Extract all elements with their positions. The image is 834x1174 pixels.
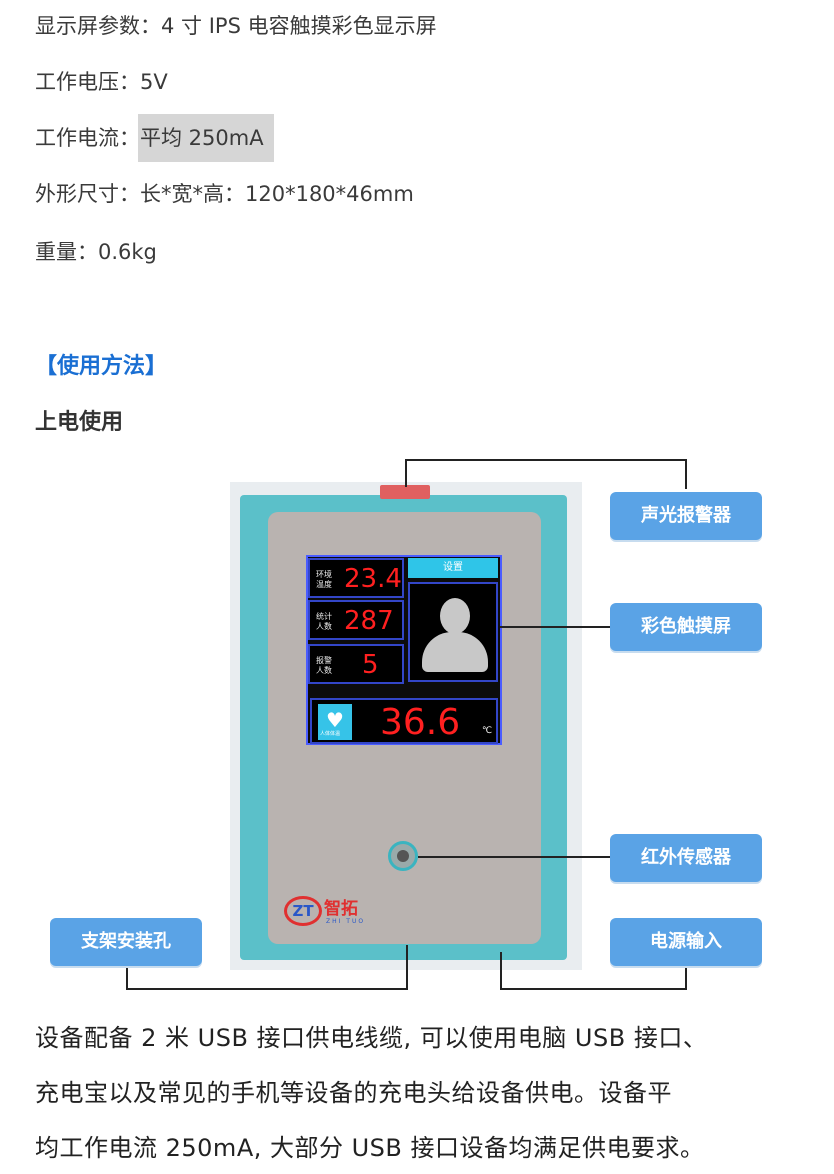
spec-weight-label: 重量：	[35, 240, 98, 264]
body-temp-row: ♥ 人体体温 36.6 ℃	[310, 698, 498, 744]
alarm-count-value: 5	[362, 650, 379, 680]
avatar	[408, 582, 498, 682]
spec-voltage-value: 5V	[140, 70, 168, 94]
brand-logo: ZT 智拓 ZHI TUO	[284, 892, 374, 932]
section-title: 【使用方法】	[35, 354, 168, 379]
spec-size-value: 长*宽*高：120*180*46mm	[140, 182, 414, 206]
mount-line-left	[126, 964, 128, 990]
sub-title: 上电使用	[35, 410, 124, 435]
heart-badge: ♥ 人体体温	[318, 704, 352, 740]
env-temp-value: 23.4	[344, 564, 402, 594]
alarm-count-cell: 报警人数 5	[308, 644, 404, 684]
spec-size-label: 外形尺寸：	[35, 182, 140, 206]
description-line-1: 设备配备 2 米 USB 接口供电线缆, 可以使用电脑 USB 接口、	[35, 1024, 708, 1052]
alarm-line-left	[405, 459, 407, 487]
sensor-line	[418, 856, 610, 858]
tag-alarm: 声光报警器	[610, 492, 762, 540]
avatar-body-icon	[422, 632, 488, 672]
logo-en: ZHI TUO	[326, 918, 366, 925]
spec-display: 显示屏参数：4 寸 IPS 电容触摸彩色显示屏	[35, 10, 437, 40]
touchscreen-line	[500, 626, 610, 628]
spec-current: 工作电流：平均 250mA	[35, 114, 274, 162]
spec-display-label: 显示屏参数：	[35, 14, 161, 38]
alarm-light	[380, 485, 430, 499]
alarm-count-label: 报警人数	[316, 656, 332, 675]
avatar-head-icon	[440, 598, 470, 634]
spec-weight: 重量：0.6kg	[35, 236, 157, 266]
spec-voltage: 工作电压：5V	[35, 66, 168, 96]
alarm-line-top	[405, 459, 687, 461]
spec-display-value: 4 寸 IPS 电容触摸彩色显示屏	[161, 14, 437, 38]
logo-mark: ZT	[284, 896, 322, 926]
power-line-bottom	[500, 988, 687, 990]
heart-icon: ♥	[326, 708, 344, 732]
tag-power-input: 电源输入	[610, 918, 762, 966]
device-diagram: 环境温度 23.4 统计人数 287 报警人数 5 设置 ♥ 人体体温 36.6…	[0, 440, 834, 1000]
power-line-right	[685, 966, 687, 990]
tag-touchscreen: 彩色触摸屏	[610, 603, 762, 651]
env-temp-label: 环境温度	[316, 570, 332, 589]
spec-size: 外形尺寸：长*宽*高：120*180*46mm	[35, 178, 414, 208]
body-temp-value: 36.6	[380, 702, 461, 743]
power-line-left	[500, 952, 502, 990]
description-line-2: 充电宝以及常见的手机等设备的充电头给设备供电。设备平	[35, 1079, 672, 1107]
ir-sensor-icon	[388, 841, 418, 871]
mount-line-bottom	[126, 988, 408, 990]
spec-current-value: 平均 250mA	[138, 114, 274, 162]
count-label: 统计人数	[316, 612, 332, 631]
alarm-line-right	[685, 459, 687, 489]
count-value: 287	[344, 606, 394, 636]
heart-label: 人体体温	[320, 731, 341, 737]
tag-mount-hole: 支架安装孔	[50, 918, 202, 966]
description-line-3: 均工作电流 250mA, 大部分 USB 接口设备均满足供电要求。	[35, 1134, 705, 1162]
spec-current-label: 工作电流：	[35, 126, 140, 150]
logo-cn: 智拓	[324, 899, 358, 919]
spec-weight-value: 0.6kg	[98, 240, 157, 264]
env-temp-cell: 环境温度 23.4	[308, 558, 404, 598]
spec-voltage-label: 工作电压：	[35, 70, 140, 94]
body-temp-unit: ℃	[482, 726, 493, 736]
mount-line-right	[406, 945, 408, 990]
settings-button[interactable]: 设置	[408, 558, 498, 578]
count-cell: 统计人数 287	[308, 600, 404, 640]
tag-ir-sensor: 红外传感器	[610, 834, 762, 882]
